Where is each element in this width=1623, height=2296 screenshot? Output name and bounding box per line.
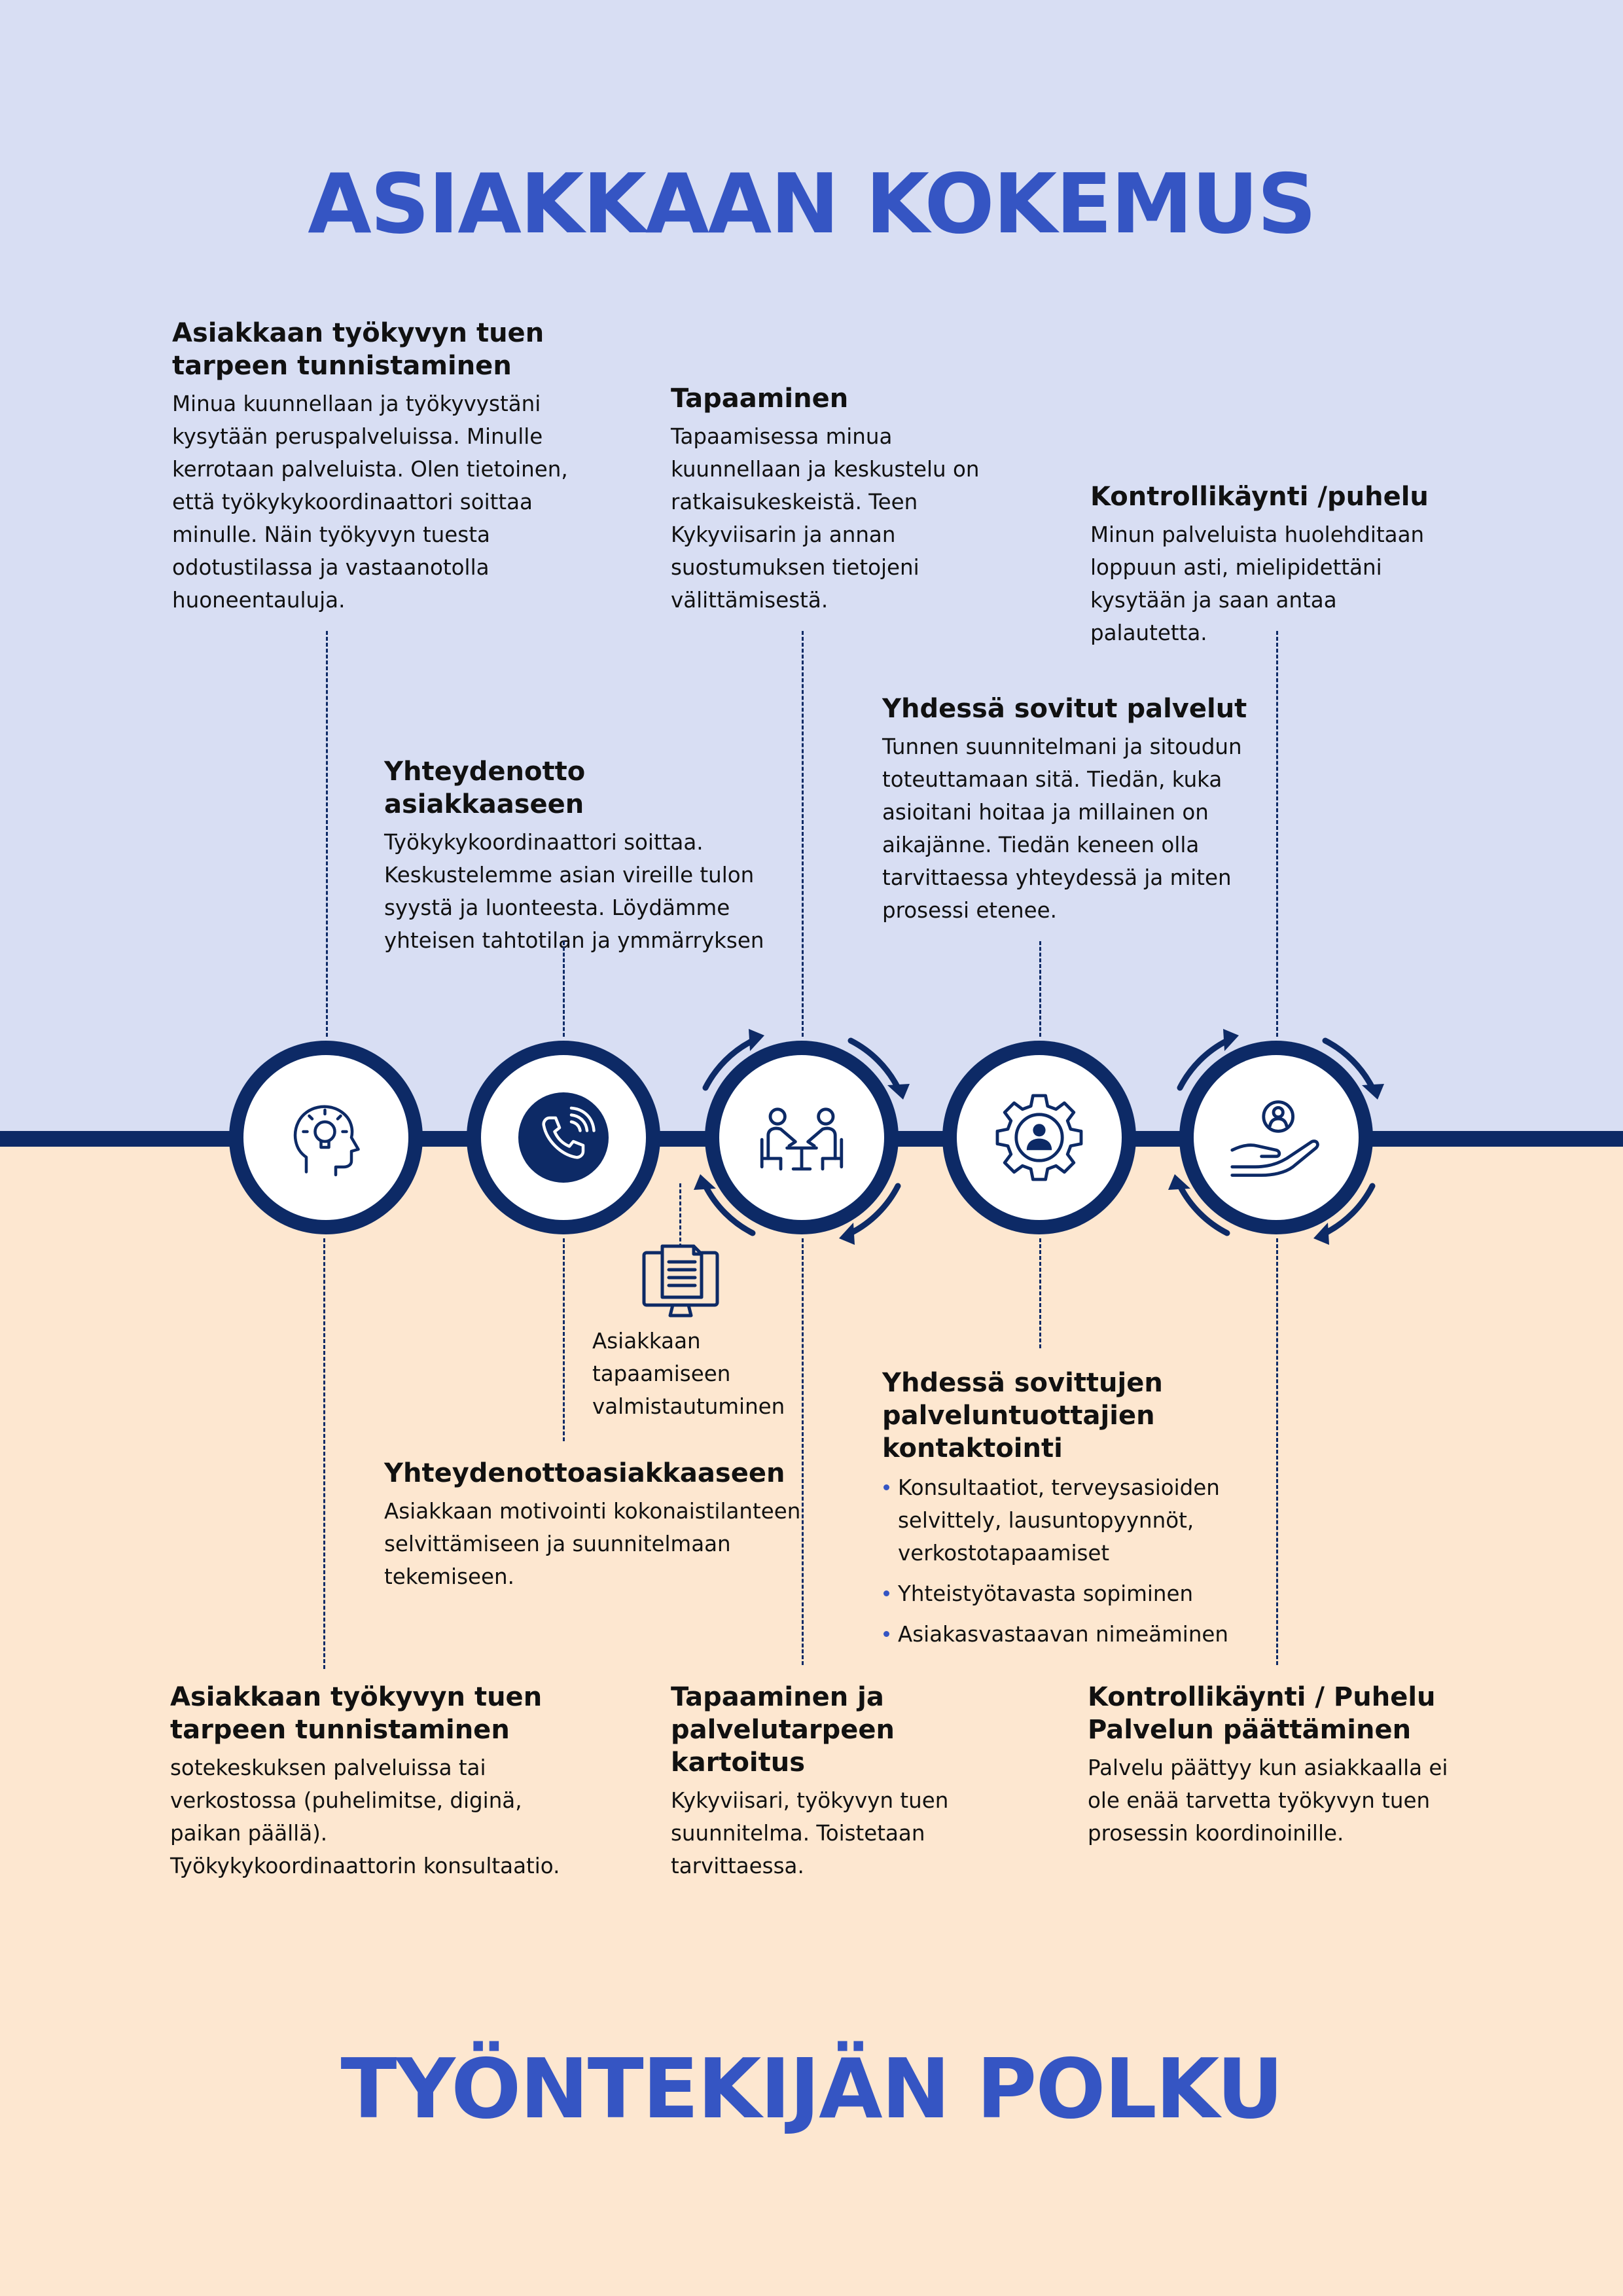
customer-experience-background [0,0,1623,1139]
top-step-5-title: Kontrollikäynti /puhelu [1090,482,1429,512]
list-item: Yhteistyötavasta sopiminen [882,1577,1249,1610]
step-circle-2 [467,1041,660,1234]
top-step-2-title: Yhteydenotto asiakkaaseen [384,757,586,819]
top-step-2-text: Työkykykoordinaattori soittaa. Keskustel… [384,830,764,953]
top-step-4: Yhdessä sovitut palvelut Tunnen suunnite… [882,692,1262,927]
bottom-step-5: Kontrollikäynti / Puhelu Palvelun päättä… [1088,1681,1454,1850]
connector-bottom-2 [563,1238,565,1441]
top-step-3-text: Tapaamisessa minua kuunnellaan ja keskus… [671,424,980,613]
top-step-1-text: Minua kuunnellaan ja työkyvystäni kysytä… [172,391,568,613]
bottom-step-4-title: Yhdessä sovittujen palveluntuottajien ko… [882,1368,1163,1463]
list-item: Asiakasvastaavan nimeäminen [882,1618,1249,1651]
customer-experience-title: ASIAKKAAN KOKEMUS [308,156,1317,252]
top-step-5-text: Minun palveluista huolehditaan loppuun a… [1090,522,1425,645]
cycle-arrows-icon [694,1029,910,1245]
bottom-step-1-title: Asiakkaan työkyvyn tuen tarpeen tunnista… [170,1682,543,1745]
connector-bottom-1 [323,1238,325,1669]
top-step-2: Yhteydenotto asiakkaaseen Työkykykoordin… [384,755,770,957]
bottom-step-5-text: Palvelu päättyy kun asiakkaalla ei ole e… [1088,1755,1448,1846]
head-lightbulb-icon [293,1105,360,1177]
step-circle-3 [705,1041,899,1234]
phone-icon [518,1092,609,1183]
connector-bottom-4 [1039,1238,1041,1348]
bottom-step-5-title: Kontrollikäynti / Puhelu Palvelun päättä… [1088,1682,1436,1745]
connector-top-3 [802,631,804,1037]
bottom-step-2: Yhteydenottoasiakkaaseen Asiakkaan motiv… [384,1457,803,1593]
step-circle-5 [1179,1041,1373,1234]
bottom-step-3-title: Tapaaminen ja palvelutarpeen kartoitus [671,1682,895,1778]
top-step-3-title: Tapaaminen [671,384,849,414]
list-item: Konsultaatiot, terveysasioiden selvittel… [882,1471,1249,1570]
connector-top-1 [326,631,328,1037]
document-monitor-icon [642,1244,719,1318]
top-step-5: Kontrollikäynti /puhelu Minun palveluist… [1090,480,1457,649]
bottom-step-3-text: Kykyviisari, työkyvyn tuen suunnitelma. … [671,1788,949,1878]
bottom-step-3: Tapaaminen ja palvelutarpeen kartoitus K… [671,1681,978,1882]
cycle-arrows-icon-2 [1168,1029,1384,1245]
top-step-1: Asiakkaan työkyvyn tuen tarpeen tunnista… [172,317,578,617]
employee-path-title: TYÖNTEKIJÄN POLKU [340,2041,1284,2137]
bottom-step-4: Yhdessä sovittujen palveluntuottajien ko… [882,1367,1249,1659]
top-step-3: Tapaaminen Tapaamisessa minua kuunnellaa… [671,382,998,617]
bottom-step-1: Asiakkaan työkyvyn tuen tarpeen tunnista… [170,1681,576,1882]
connector-top-2 [563,941,565,1037]
connector-top-5 [1276,631,1278,1037]
top-step-4-text: Tunnen suunnitelmani ja sitoudun toteutt… [882,734,1242,923]
top-step-1-title: Asiakkaan työkyvyn tuen tarpeen tunnista… [172,318,544,381]
hand-person-icon [1230,1100,1319,1177]
connector-bottom-5 [1276,1238,1278,1665]
bottom-step-4-list: Konsultaatiot, terveysasioiden selvittel… [882,1471,1249,1651]
meeting-icon [760,1107,844,1171]
prep-step-label: Asiakkaan tapaamiseen valmistautuminen [592,1329,785,1419]
connector-prep [679,1183,681,1247]
employee-path-background [0,1139,1623,2296]
bottom-step-1-text: sotekeskuksen palveluissa tai verkostoss… [170,1755,560,1878]
bottom-step-2-text: Asiakkaan motivointi kokonaistilanteen s… [384,1499,801,1589]
connector-top-4 [1039,941,1041,1037]
gear-person-icon [995,1094,1083,1181]
top-step-4-title: Yhdessä sovitut palvelut [882,694,1247,724]
connector-bottom-3 [802,1238,804,1665]
step-circle-4 [942,1041,1136,1234]
bottom-step-2-title: Yhteydenottoasiakkaaseen [384,1458,785,1488]
step-circle-1 [229,1041,423,1234]
prep-step: Asiakkaan tapaamiseen valmistautuminen [592,1325,815,1423]
